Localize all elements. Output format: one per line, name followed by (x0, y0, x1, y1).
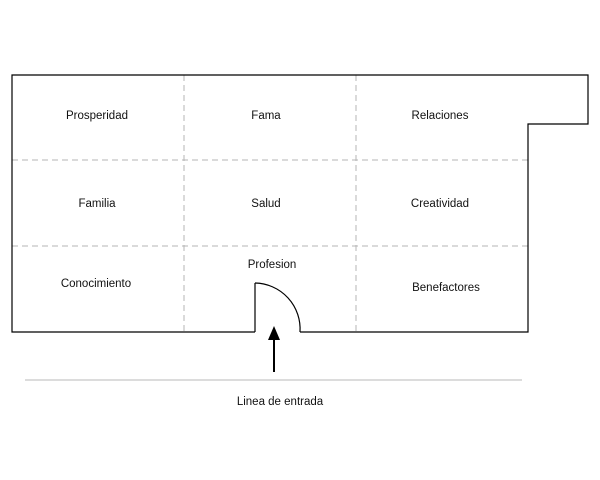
door-swing-arc (254, 282, 301, 333)
entrance-arrow-head (268, 326, 280, 340)
outer-wall (11, 74, 589, 333)
zone-label-conocimiento: Conocimiento (61, 278, 131, 290)
zone-label-familia: Familia (78, 198, 116, 210)
entrance-caption: Linea de entrada (237, 396, 324, 408)
zone-label-profesion: Profesion (248, 259, 297, 271)
zone-label-benefactores: Benefactores (412, 282, 480, 294)
zone-label-creatividad: Creatividad (411, 198, 469, 210)
zone-label-fama: Fama (251, 110, 281, 122)
zone-label-salud: Salud (251, 198, 280, 210)
zone-label-prosperidad: Prosperidad (66, 110, 128, 122)
zone-label-relaciones: Relaciones (412, 110, 469, 122)
